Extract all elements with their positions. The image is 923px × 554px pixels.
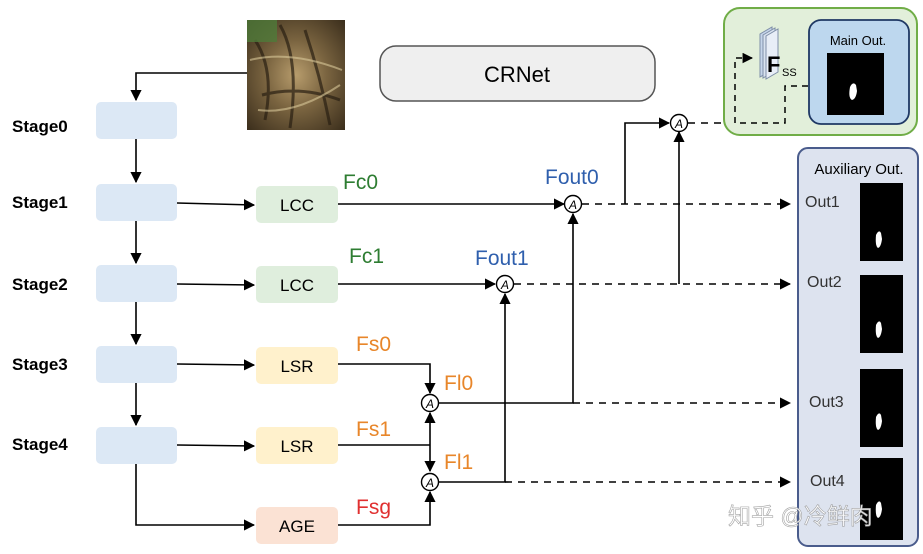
fc0-label: Fc0 bbox=[343, 171, 378, 194]
fsg-label: Fsg bbox=[356, 496, 391, 519]
fc1-label: Fc1 bbox=[349, 245, 384, 268]
arrow-fsg bbox=[338, 490, 436, 526]
stage-box-2 bbox=[96, 265, 177, 302]
lcc-label-2: LCC bbox=[280, 276, 314, 295]
fs1-label: Fs1 bbox=[356, 418, 391, 441]
fuse-node-fout1: A bbox=[495, 274, 515, 294]
fuse-node-fl0: A bbox=[420, 393, 440, 413]
dashed-to-main-out bbox=[740, 80, 828, 124]
main-out-title: Main Out. bbox=[830, 33, 886, 48]
stage-label-4: Stage4 bbox=[12, 435, 68, 454]
arrow-stage1-lcc bbox=[176, 199, 256, 211]
arrow-stage4-lsr bbox=[176, 440, 256, 452]
fs0-label: Fs0 bbox=[356, 333, 391, 356]
out2-mask-object bbox=[875, 321, 882, 338]
out1-label: Out1 bbox=[805, 194, 840, 211]
svg-text:A: A bbox=[568, 198, 577, 212]
svg-text:A: A bbox=[425, 397, 434, 411]
fss-label: F bbox=[767, 52, 780, 77]
lsr-box-2 bbox=[256, 427, 338, 464]
out2-label: Out2 bbox=[807, 274, 842, 291]
out1-mask-object bbox=[875, 231, 882, 248]
stage-label-2: Stage2 bbox=[12, 275, 68, 294]
out2-mask bbox=[860, 275, 903, 353]
arrow-stage4-age bbox=[135, 464, 256, 531]
stage-label-1: Stage1 bbox=[12, 193, 68, 212]
lcc-label-1: LCC bbox=[280, 196, 314, 215]
out1-mask bbox=[860, 183, 903, 261]
fout1-label: Fout1 bbox=[475, 247, 529, 270]
out3-mask bbox=[860, 369, 903, 447]
out4-mask bbox=[860, 458, 903, 540]
arrow-stage2-lcc bbox=[176, 279, 256, 291]
stage-label-3: Stage3 bbox=[12, 355, 68, 374]
arrow-stage3-lsr bbox=[176, 359, 256, 371]
lsr-label-1: LSR bbox=[280, 357, 313, 376]
arrow-image-to-stage0 bbox=[130, 72, 247, 102]
age-box bbox=[256, 507, 338, 544]
stage-label-0: Stage0 bbox=[12, 117, 68, 136]
out4-mask-object bbox=[875, 501, 882, 518]
main-out-mask-object bbox=[849, 83, 857, 100]
fss-icon bbox=[759, 26, 779, 80]
main-out-mask bbox=[827, 53, 884, 115]
lcc-box-2 bbox=[256, 266, 338, 303]
fuse-node-fout0: A bbox=[563, 194, 583, 214]
watermark: 知乎 @冷鲜肉 bbox=[728, 503, 873, 529]
stage-box-4 bbox=[96, 427, 177, 464]
svg-text:A: A bbox=[500, 278, 509, 292]
arrow-fout0-to-top bbox=[624, 117, 671, 204]
stage-box-3 bbox=[96, 346, 177, 383]
age-label: AGE bbox=[279, 517, 315, 536]
out3-label: Out3 bbox=[809, 394, 844, 411]
stage-box-0 bbox=[96, 102, 177, 139]
lcc-box-1 bbox=[256, 186, 338, 223]
auxiliary-title: Auxiliary Out. bbox=[814, 161, 903, 178]
stage-box-1 bbox=[96, 184, 177, 221]
title: CRNet bbox=[484, 62, 550, 87]
fl0-label: Fl0 bbox=[444, 372, 473, 395]
out4-label: Out4 bbox=[810, 473, 845, 490]
title-box bbox=[379, 45, 656, 102]
out3-mask-object bbox=[875, 413, 882, 430]
fout0-label: Fout0 bbox=[545, 166, 599, 189]
lsr-label-2: LSR bbox=[280, 437, 313, 456]
svg-text:A: A bbox=[674, 117, 683, 131]
input-image bbox=[247, 20, 345, 130]
fuse-node-fl1: A bbox=[420, 472, 440, 492]
lsr-box-1 bbox=[256, 347, 338, 384]
svg-text:A: A bbox=[425, 476, 434, 490]
fss-subscript: SS bbox=[782, 67, 797, 79]
arrow-fs0 bbox=[338, 363, 436, 395]
fuse-node-top: A bbox=[669, 113, 689, 133]
fl1-label: Fl1 bbox=[444, 451, 473, 474]
